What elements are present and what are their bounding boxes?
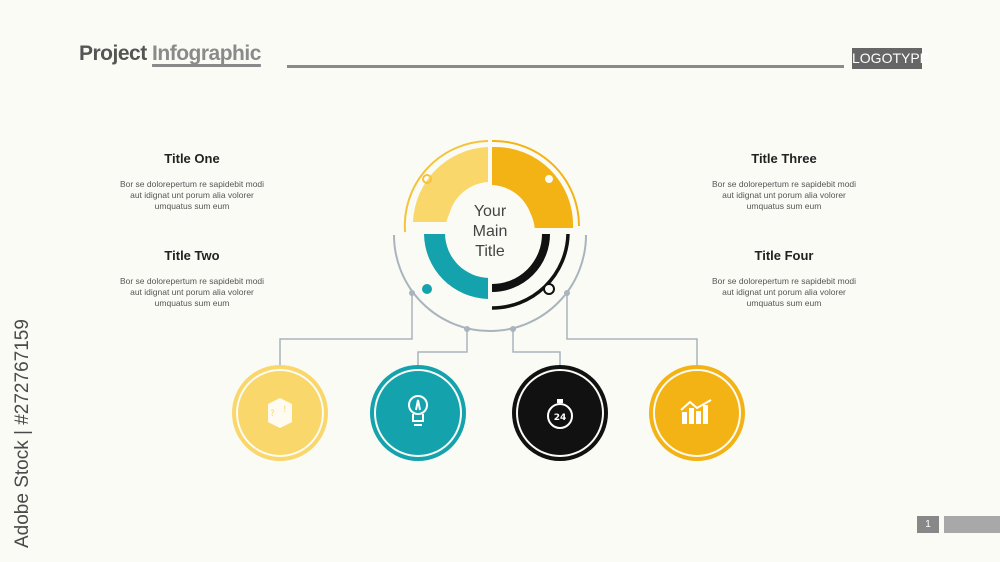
ring-dot [543,173,555,185]
center-title-line: Your [473,203,507,220]
ring-arc-bottom-right-inner [491,233,550,292]
block-heading: Title Three [751,151,817,166]
block-title-four: Title Four Bor se dolorepertum re sapide… [709,248,859,309]
ring-dot [422,174,432,184]
ring-dot [543,283,555,295]
connector-lines [279,293,698,368]
title-word-project: Project [79,42,147,65]
svg-text:!: ! [283,405,287,415]
block-text: Bor se dolorepertum re sapidebit modi au… [119,276,265,308]
center-title: Your Main Title [445,202,535,262]
block-text: Bor se dolorepertum re sapidebit modi au… [711,179,857,211]
header-rule [287,65,844,68]
title-word-infographic: Infographic [152,42,261,65]
ring-segment-top-left [413,147,488,222]
ring-segment-top-right [492,146,574,228]
bar-chart-icon [680,399,712,424]
block-text: Bor se dolorepertum re sapidebit modi au… [711,276,857,308]
svg-text:24: 24 [554,413,567,423]
outer-arc-top-right [491,139,580,227]
block-text: Bor se dolorepertum re sapidebit modi au… [119,179,265,211]
connector-dots [409,290,570,332]
ring-dot [422,284,432,294]
block-heading: Title Four [754,248,814,263]
center-circle [445,188,535,278]
center-title-line: Main [472,223,508,240]
stopwatch-24-icon: 24 [547,399,573,429]
center-title-line: Title [475,243,505,260]
icon-circle-black [512,365,608,461]
stock-watermark-label: Adobe Stock | #272767159 [12,319,33,548]
outer-arc-top-left [403,140,489,233]
logotype-badge: LOGOTYPE [852,48,929,69]
puzzle-icon: ? ! [268,398,292,428]
page-footer-bar [944,516,1000,533]
block-heading: Title Two [164,248,220,263]
block-title-three: Title Three Bor se dolorepertum re sapid… [709,151,859,212]
ring-segment-bottom-left [424,234,488,299]
block-title-two: Title Two Bor se dolorepertum re sapideb… [117,248,267,309]
svg-text:?: ? [270,409,275,419]
block-heading: Title One [164,151,220,166]
outer-arc-bottom [393,234,587,332]
page-number: 1 [917,516,939,533]
page-title: Project Infographic [79,42,261,66]
block-title-one: Title One Bor se dolorepertum re sapideb… [117,151,267,212]
lightbulb-icon [408,395,428,426]
